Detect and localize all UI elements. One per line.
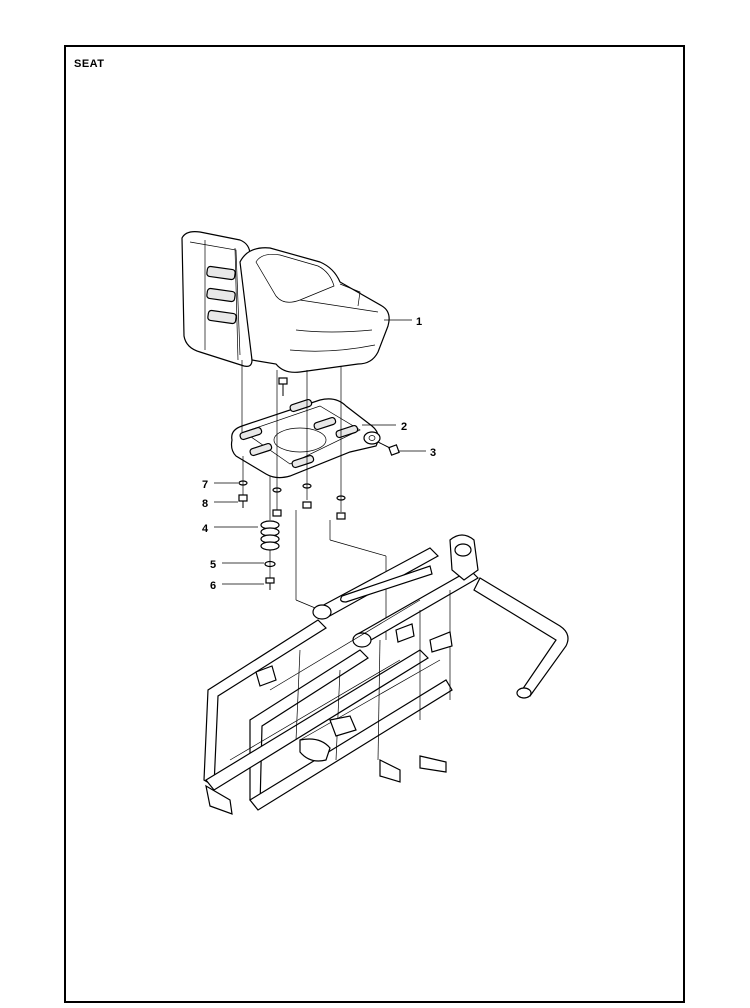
bolt-part-6 [265, 577, 275, 590]
assembly-lines [241, 360, 387, 640]
callout-8: 8 [202, 498, 208, 510]
seat-bracket-part [230, 398, 381, 479]
callout-2: 2 [401, 421, 407, 433]
washers-bolts [238, 480, 346, 520]
callout-4: 4 [202, 523, 209, 535]
callout-5: 5 [210, 559, 216, 571]
diagram-frame [64, 45, 685, 1003]
callouts: 1 2 3 4 5 6 7 8 [202, 316, 436, 592]
diagram-title: SEAT [74, 58, 105, 70]
spring-part [260, 520, 280, 551]
bolt-part-3 [377, 441, 400, 456]
callout-7: 7 [202, 479, 208, 491]
vehicle-frame [203, 534, 569, 815]
callout-6: 6 [210, 580, 216, 592]
top-bolt [278, 377, 288, 396]
seat-part [181, 231, 390, 373]
callout-3: 3 [430, 447, 436, 459]
callout-1: 1 [416, 316, 422, 328]
